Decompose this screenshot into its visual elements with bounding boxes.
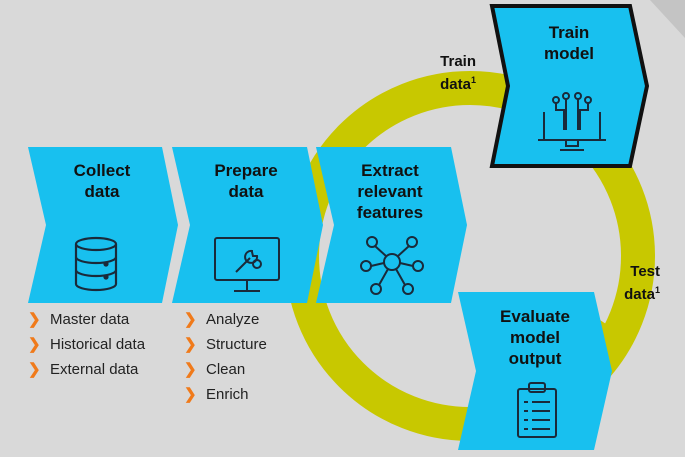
- monitor-wrench-gear-icon: [214, 237, 280, 292]
- step-extract-title: Extract relevant features: [336, 160, 444, 223]
- chevron-right-icon: ❯: [184, 336, 197, 353]
- step-train-title-line1: Train: [548, 23, 590, 42]
- step-prepare-title: Prepare data: [192, 160, 300, 202]
- step-extract-title-line1: Extract: [361, 161, 419, 180]
- list-item: ❯ Historical data: [28, 332, 145, 357]
- list-item-label: Master data: [50, 311, 130, 328]
- collect-sources-list: ❯ Master data ❯ Historical data ❯ External …: [28, 307, 145, 382]
- list-item: ❯ Master data: [28, 307, 145, 332]
- train-data-label: Train data1: [412, 52, 476, 94]
- list-item-label: Enrich: [206, 386, 249, 403]
- step-prepare-shape: [172, 147, 323, 303]
- list-item: ❯ Enrich: [184, 382, 267, 407]
- step-evaluate-title-line3: output: [508, 349, 562, 368]
- list-item-label: External data: [50, 361, 139, 378]
- test-data-label: Test data1: [596, 262, 660, 304]
- chevron-right-icon: ❯: [184, 386, 197, 403]
- network-hub-icon: [360, 236, 424, 295]
- chevron-right-icon: ❯: [28, 311, 41, 328]
- train-data-footnote: 1: [470, 75, 476, 85]
- step-evaluate-title: Evaluate model output: [480, 306, 590, 369]
- step-evaluate-title-line2: model: [509, 328, 561, 347]
- step-train-shape: [489, 3, 650, 168]
- step-extract-shape: [316, 147, 467, 303]
- clipboard-checklist-icon: [517, 382, 557, 438]
- step-prepare-title-line1: Prepare: [214, 161, 278, 180]
- list-item-label: Structure: [206, 336, 267, 353]
- chevron-right-icon: ❯: [184, 361, 197, 378]
- step-train-title: Train model: [515, 22, 623, 64]
- cycle-arrowhead-bottom: [395, 395, 425, 420]
- test-data-footnote: 1: [654, 285, 660, 295]
- step-train-title-line2: model: [543, 44, 595, 63]
- chevron-right-icon: ❯: [28, 336, 41, 353]
- list-item: ❯ External data: [28, 357, 145, 382]
- test-data-label-line2: data1: [596, 281, 660, 304]
- step-extract-title-line2: relevant: [357, 182, 423, 201]
- step-evaluate-title-line1: Evaluate: [500, 307, 570, 326]
- step-collect-shape: [28, 147, 178, 303]
- train-data-label-line2: data1: [412, 71, 476, 94]
- list-item: ❯ Clean: [184, 357, 267, 382]
- step-evaluate-shape: [458, 292, 612, 450]
- database-icon: [74, 236, 118, 292]
- step-collect-title: Collect data: [48, 160, 156, 202]
- test-data-label-text: data: [624, 286, 655, 303]
- chevron-right-icon: ❯: [184, 311, 197, 328]
- list-item-label: Clean: [206, 361, 246, 378]
- step-collect-title-line1: Collect: [73, 161, 131, 180]
- train-data-label-text: data: [440, 76, 471, 93]
- chevron-right-icon: ❯: [28, 361, 41, 378]
- monitor-circuit-icon: [538, 92, 606, 151]
- step-extract-title-line3: features: [356, 203, 424, 222]
- test-data-label-line1: Test: [630, 263, 660, 280]
- list-item: ❯ Analyze: [184, 307, 267, 332]
- list-item: ❯ Structure: [184, 332, 267, 357]
- corner-decoration: [650, 0, 685, 38]
- train-data-label-line1: Train: [440, 53, 476, 70]
- step-prepare-title-line2: data: [228, 182, 264, 201]
- step-collect-title-line2: data: [84, 182, 120, 201]
- list-item-label: Historical data: [50, 336, 146, 353]
- list-item-label: Analyze: [206, 311, 260, 328]
- prepare-steps-list: ❯ Analyze ❯ Structure ❯ Clean ❯ Enrich: [184, 307, 267, 407]
